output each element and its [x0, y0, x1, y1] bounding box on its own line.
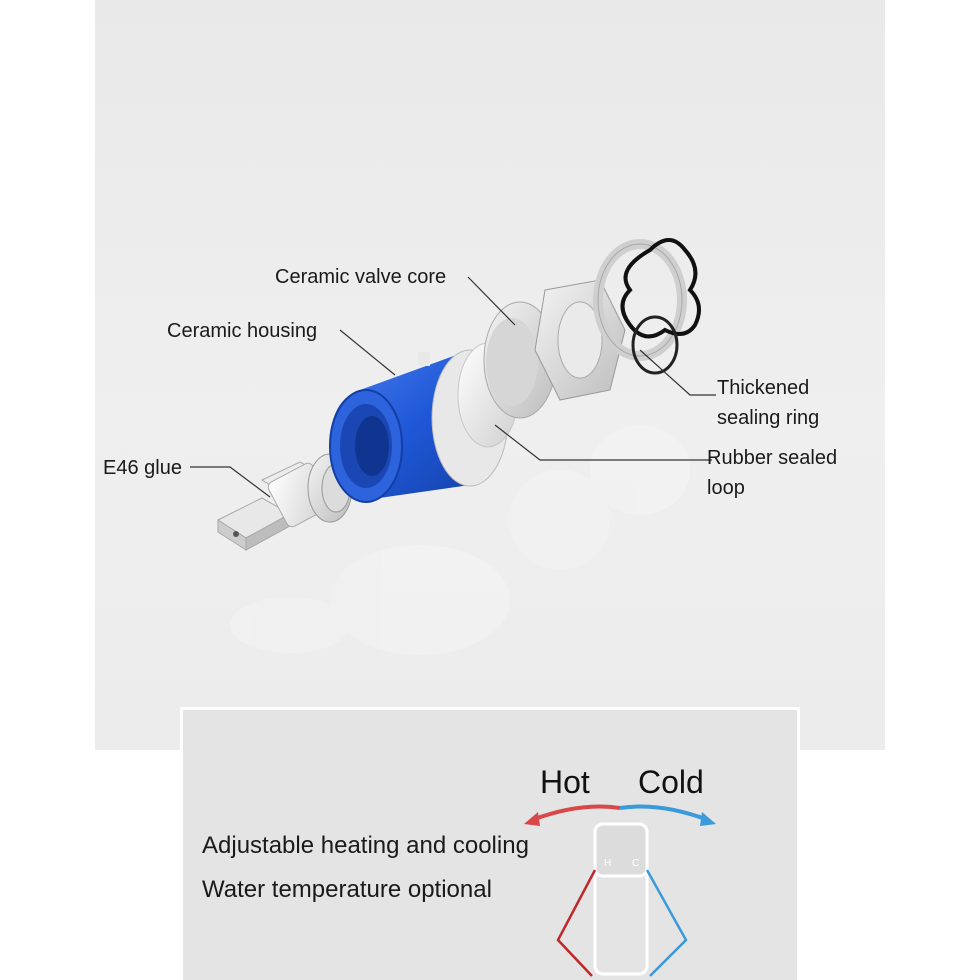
handle-cold-mark: C — [632, 858, 639, 869]
callout-thickened-sealing-ring: Thickened sealing ring — [717, 373, 887, 433]
callout-ceramic-valve-core: Ceramic valve core — [275, 266, 447, 288]
callout-sealing-ring-line2: sealing ring — [717, 407, 820, 429]
cold-arrowhead — [700, 812, 716, 826]
cold-label: Cold — [638, 764, 704, 800]
cold-swing-line — [645, 869, 688, 977]
handle-hot-mark: H — [604, 858, 611, 869]
sealing-rings-part — [593, 238, 701, 375]
hot-label: Hot — [540, 764, 590, 800]
faucet-handle-diagram: H C — [524, 804, 716, 977]
handle-top — [593, 822, 649, 878]
callout-sealing-ring-line1: Thickened — [717, 377, 810, 399]
cold-arrow — [619, 804, 709, 822]
callout-rubber-loop-line2: loop — [707, 477, 745, 499]
callout-e46-glue: E46 glue — [103, 457, 182, 479]
temperature-panel — [180, 707, 800, 980]
floor-reflection — [230, 425, 690, 655]
hot-arrowhead — [524, 812, 540, 826]
callout-rubber-loop-line1: Rubber sealed — [707, 447, 838, 469]
cartridge-exploded-diagram — [190, 238, 716, 655]
callout-leader-lines — [190, 276, 716, 498]
feature-heating-cooling: Adjustable heating and cooling — [202, 832, 529, 859]
callout-rubber-sealed-loop: Rubber sealed loop — [707, 443, 877, 503]
hot-arrow — [531, 804, 621, 822]
feature-water-temperature: Water temperature optional — [202, 876, 492, 903]
hot-swing-line — [556, 869, 597, 977]
callout-ceramic-housing: Ceramic housing — [167, 320, 318, 342]
